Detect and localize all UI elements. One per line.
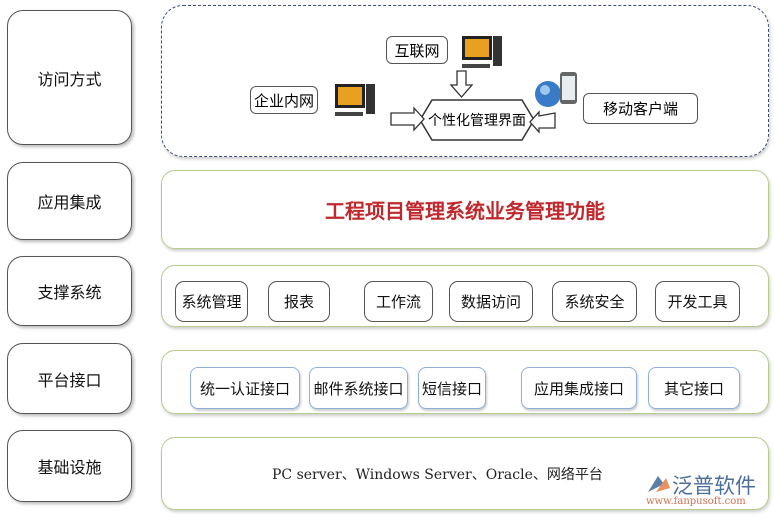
computer-icon [462, 36, 502, 68]
computer-icon [335, 84, 375, 116]
support-item: 系统安全 [552, 281, 637, 322]
interface-item: 应用集成接口 [521, 367, 637, 409]
watermark-brand: 泛普软件 [672, 474, 756, 498]
support-item: 系统管理 [175, 281, 248, 322]
brand-logo-icon [648, 476, 670, 492]
access-graphics [335, 36, 577, 141]
infrastructure-panel [161, 437, 769, 510]
infrastructure-text: PC server、Windows Server、Oracle、网络平台 [272, 467, 603, 483]
layer-interface: 平台接口 [7, 343, 132, 414]
support-item: 数据访问 [449, 281, 533, 322]
interface-item: 邮件系统接口 [309, 367, 408, 409]
access-panel [161, 5, 769, 157]
right-arrow-icon [390, 106, 425, 132]
globe-phone-icon [535, 72, 577, 107]
interface-item: 统一认证接口 [190, 367, 300, 409]
mobile-label: 移动客户端 [583, 93, 698, 124]
integration-title: 工程项目管理系统业务管理功能 [325, 199, 605, 223]
left-arrow-icon [529, 110, 556, 134]
support-item: 开发工具 [655, 281, 740, 322]
layer-support: 支撑系统 [7, 256, 132, 326]
internet-label: 互联网 [386, 36, 448, 64]
center-label: 个性化管理界面 [428, 113, 526, 129]
support-panel [161, 265, 769, 327]
layer-infrastructure: 基础设施 [7, 430, 132, 502]
layer-access: 访问方式 [7, 10, 132, 145]
down-arrow-icon [449, 70, 474, 98]
interface-panel [161, 350, 769, 414]
integration-panel: 工程项目管理系统业务管理功能 [161, 170, 769, 249]
interface-item: 其它接口 [648, 367, 740, 409]
intranet-label: 企业内网 [250, 86, 318, 114]
support-item: 报表 [268, 281, 330, 322]
support-item: 工作流 [364, 281, 433, 322]
layer-integration: 应用集成 [7, 162, 132, 240]
interface-item: 短信接口 [418, 367, 486, 409]
watermark-url: www.fanpusoft.com [646, 496, 746, 507]
